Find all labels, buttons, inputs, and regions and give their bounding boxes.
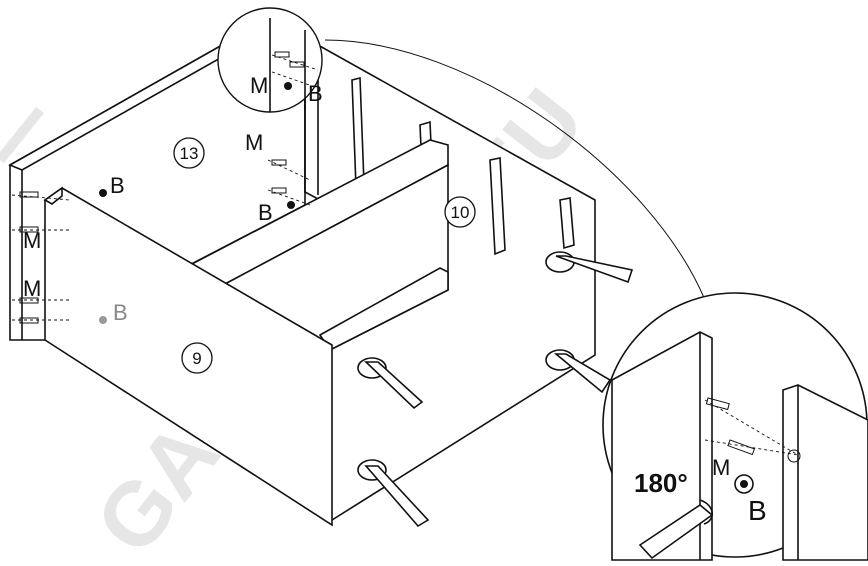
label-m-left-upper: M: [23, 228, 41, 253]
label-b-left: B: [110, 173, 125, 198]
fasteners-center: [267, 159, 311, 209]
leg-front-bottom: [357, 459, 430, 528]
fasteners-left: [11, 189, 107, 324]
label-m-center: M: [245, 130, 263, 155]
part-9-circle: [181, 342, 213, 374]
label-b-center: B: [258, 200, 273, 225]
label-m-left-lower: M: [23, 276, 41, 301]
label-b-detail: B: [748, 495, 767, 526]
part-9-label: 9: [192, 349, 201, 368]
label-m-zoom: M: [250, 73, 268, 98]
label-b-zoom: B: [308, 81, 323, 106]
part-10-label: 10: [451, 203, 470, 222]
part-13-label: 13: [180, 144, 199, 163]
label-rotation: 180°: [634, 468, 688, 498]
leg-back-right: [545, 349, 612, 394]
part-13-circle: [173, 137, 205, 169]
zoom-circle-right: [602, 292, 868, 561]
leg-front-left: [357, 357, 424, 410]
label-m-detail: M: [712, 455, 730, 480]
labels: M B M B B M M B M B 180°: [23, 73, 767, 526]
rotation-arrow: [699, 499, 713, 525]
cam-nut-center: [287, 201, 295, 209]
zoom-circle-top: [217, 7, 323, 113]
side-panel-10: [304, 38, 596, 521]
zoom-connector-arc: [324, 39, 706, 301]
cam-nut-gray: [99, 316, 107, 324]
part-numbers: 13 10 9: [173, 137, 476, 374]
label-b-left-gray: B: [113, 300, 128, 325]
part-10-circle: [444, 196, 476, 228]
watermark-fragment: [0, 106, 44, 164]
legs: [357, 251, 634, 528]
cam-nut: [99, 189, 107, 197]
leg-front-right: [545, 251, 634, 284]
cam-nut-zoom: [284, 82, 292, 90]
